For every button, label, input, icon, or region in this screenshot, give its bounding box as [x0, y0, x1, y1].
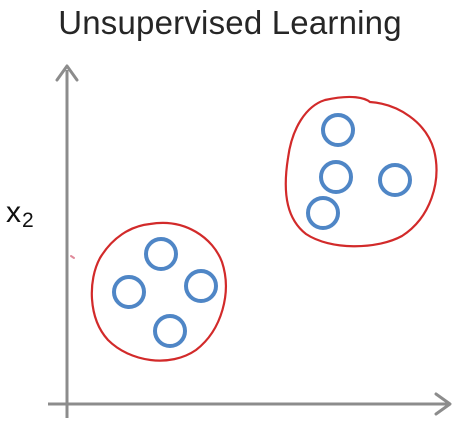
cluster-outline-bottom-left	[90, 221, 227, 362]
data-point	[378, 163, 412, 197]
x-axis-arrow-icon	[434, 392, 452, 416]
data-point	[153, 314, 187, 348]
data-point	[321, 113, 355, 147]
y-axis-arrow-icon	[55, 64, 79, 82]
stray-mark	[70, 255, 75, 259]
data-point	[112, 275, 146, 309]
y-axis-label-base: x	[6, 196, 21, 229]
y-axis-label-subscript: 2	[22, 209, 34, 232]
data-point	[306, 196, 340, 230]
cluster-outline-top-right	[284, 95, 438, 248]
points-bottom-left	[112, 237, 218, 348]
page-title: Unsupervised Learning	[58, 4, 402, 41]
data-point	[319, 160, 353, 194]
axes	[48, 64, 452, 418]
data-point	[144, 237, 178, 271]
y-axis-label: x2	[6, 196, 34, 233]
points-top-right	[306, 113, 412, 230]
data-point	[184, 269, 218, 303]
